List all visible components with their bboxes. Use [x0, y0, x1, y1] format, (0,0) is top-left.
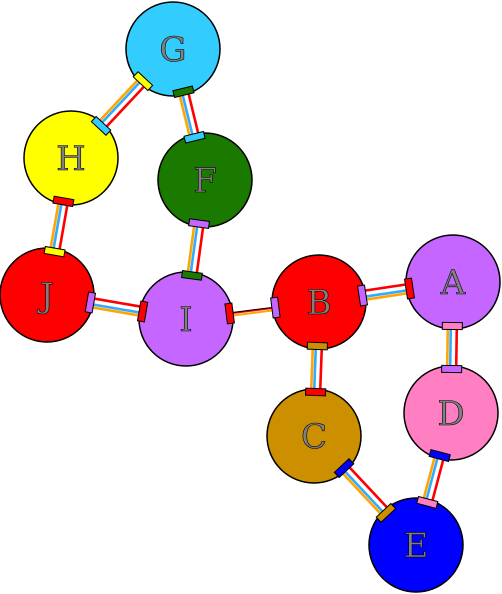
edge-i-b [232, 306, 273, 317]
node-label-b: B [307, 283, 332, 323]
connector-tab-a-b [403, 277, 415, 300]
node-a: A [405, 234, 501, 330]
node-g: G [125, 1, 221, 97]
connector-tab-c-e [333, 458, 355, 479]
connector-tab-h-j [52, 195, 75, 208]
edge-h-j [49, 203, 69, 250]
connector-tab-g-f [172, 85, 195, 99]
edge-b-c [309, 348, 324, 390]
edge-g-f [178, 93, 200, 136]
connector-tab-i-j [136, 300, 149, 323]
connector-tab-c-b [304, 387, 327, 397]
edge-a-d [445, 328, 459, 367]
connector-tab-f-i [188, 218, 210, 229]
edge-f-i [186, 225, 205, 274]
node-i: I [138, 271, 234, 367]
connector-tab-j-h [43, 245, 66, 258]
connector-tab-b-a [357, 284, 369, 307]
node-label-a: A [440, 263, 466, 303]
connector-tab-a-d [441, 321, 463, 331]
connector-tab-g-h [132, 71, 154, 92]
connector-tab-b-i [270, 296, 281, 319]
connector-tab-h-g [90, 115, 112, 136]
node-label-g: G [159, 30, 186, 70]
connector-tab-d-a [441, 364, 463, 374]
edge-b-a [364, 283, 408, 301]
connector-tab-i-f [181, 270, 203, 281]
connector-tab-e-d [416, 495, 439, 510]
node-f: F [157, 132, 253, 228]
node-label-f: F [193, 161, 217, 201]
node-j: J [0, 247, 95, 343]
connector-tab-f-g [183, 130, 206, 144]
connector-tab-i-b [224, 302, 235, 325]
node-label-d: D [437, 394, 464, 434]
edge-c-e [341, 466, 389, 515]
edge-g-h [98, 79, 146, 128]
node-label-i: I [179, 300, 192, 340]
node-b: B [271, 254, 367, 350]
connector-tab-b-c [306, 341, 329, 351]
edge-d-e [422, 456, 445, 502]
connector-tab-e-c [375, 502, 397, 523]
connector-tab-j-i [84, 291, 97, 314]
connector-tab-d-e [428, 448, 451, 463]
node-label-j: J [37, 276, 54, 316]
node-label-h: H [56, 139, 86, 179]
node-e: E [368, 497, 464, 593]
node-label-c: C [301, 417, 327, 457]
node-c: C [266, 388, 362, 484]
node-circle-g [125, 1, 221, 97]
edges-layer [49, 79, 459, 515]
node-h: H [23, 110, 119, 206]
node-d: D [403, 365, 499, 461]
node-label-e: E [404, 526, 429, 566]
node-circle-e [368, 497, 464, 593]
edge-j-i [92, 297, 141, 317]
